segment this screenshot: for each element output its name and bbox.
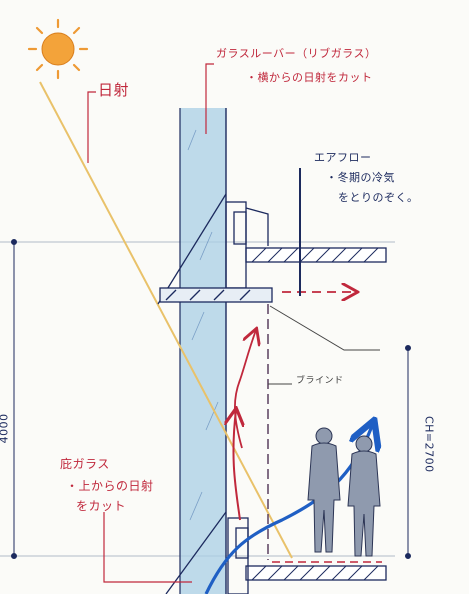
ceiling-height-dimension (405, 345, 411, 559)
airflow-title: エアフロー (314, 151, 372, 164)
eave-glass-note-1: ・上からの日射 (66, 479, 154, 493)
person-icon (347, 435, 381, 557)
sun-icon (27, 18, 89, 80)
airflow-note-2: をとりのぞく。 (338, 191, 419, 204)
glass-hatching (187, 129, 219, 521)
leader-lines (87, 63, 214, 583)
eave-glass-note-2: をカット (76, 499, 127, 513)
glass-louver-note: ・横からの日射をカット (246, 71, 373, 84)
eave-glass-upper (157, 193, 273, 305)
eave-leader (269, 305, 380, 351)
airflow-note-1: ・冬期の冷気 (326, 171, 395, 184)
floor-height-label: 4000 (0, 413, 11, 444)
airflow-up-arrow (234, 330, 256, 449)
upper-slab (225, 201, 387, 289)
ceiling-height-label: CH=2700 (422, 415, 436, 473)
floor-height-dimension (11, 239, 17, 559)
glass-louver-title: ガラスルーバー（リブガラス） (216, 47, 377, 60)
person-icon (307, 427, 341, 553)
sunlight-label: 日射 (98, 81, 130, 99)
lower-slab (165, 511, 387, 594)
blind-label: ブラインド (296, 376, 344, 386)
sun-ray (39, 81, 293, 559)
glass-facade (180, 108, 226, 594)
airflow-low-arrow (233, 410, 240, 521)
eave-glass-title: 庇ガラス (60, 457, 110, 471)
